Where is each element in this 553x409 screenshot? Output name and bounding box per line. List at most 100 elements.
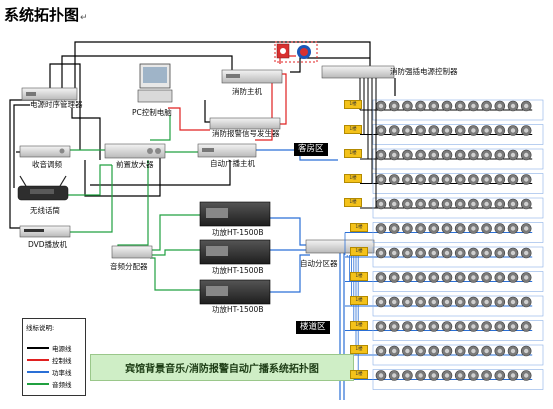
ceiling-speaker-cone <box>458 275 463 280</box>
ceiling-speaker-cone <box>378 152 384 158</box>
floor-row-frame <box>372 369 544 390</box>
ceiling-speaker-cone <box>510 275 516 280</box>
ceiling-speaker-cone <box>471 128 476 133</box>
power-sequencer-label: 电源时序管理器 <box>30 100 83 109</box>
ceiling-speaker-cone <box>444 250 450 256</box>
ceiling-speaker-cone <box>392 299 397 305</box>
ceiling-speaker-cone <box>510 201 516 207</box>
ceiling-speaker-cone <box>497 177 502 182</box>
legend-row-control: 控制线 <box>27 355 85 365</box>
ceiling-speaker-cone <box>378 250 384 256</box>
ceiling-speaker-cone <box>497 103 502 109</box>
ceiling-speaker-cone <box>524 226 529 231</box>
ceiling-speaker-cone <box>378 299 384 305</box>
floor-tag: 1楼 <box>350 320 368 330</box>
legend-label-control: 控制线 <box>52 357 72 365</box>
amplifier-2-unit <box>199 239 271 265</box>
amplifier-2-label: 功放HT-1500B <box>212 266 264 275</box>
ceiling-speaker-cone <box>431 177 436 182</box>
ceiling-speaker-cone <box>418 177 423 182</box>
ceiling-speaker-cone <box>378 324 384 329</box>
ceiling-speaker-cone <box>392 275 397 280</box>
zone-guest-label: 客房区 <box>294 143 328 157</box>
floor-row-frame <box>372 320 544 341</box>
floor-tag: 1楼 <box>350 247 368 256</box>
ceiling-speaker-cone <box>418 299 423 305</box>
ceiling-speaker-cone <box>471 299 476 305</box>
ceiling-speaker-cone <box>497 201 502 207</box>
fire-host-unit <box>221 69 283 84</box>
ceiling-speaker-cone <box>418 152 423 158</box>
pc-computer-unit <box>137 63 173 103</box>
ceiling-speaker-cone <box>431 226 436 231</box>
ceiling-speaker-cone <box>497 348 502 354</box>
ceiling-speaker-cone <box>458 128 463 133</box>
ceiling-speaker-cone <box>418 103 423 109</box>
ceiling-speaker-cone <box>510 128 516 133</box>
diagram-banner: 宾馆背景音乐/消防报警自动广播系统拓扑图 <box>90 354 354 381</box>
ceiling-speaker-cone <box>524 324 529 329</box>
ceiling-speaker-cone <box>392 250 397 256</box>
title-text: 系统拓扑图 <box>4 6 80 24</box>
floor-row-frame <box>372 295 544 317</box>
ceiling-speaker-cone <box>405 250 410 256</box>
legend-label-audio: 音频线 <box>52 381 72 389</box>
ceiling-speaker-cone <box>524 152 529 158</box>
power-sequencer-unit <box>21 87 78 101</box>
floor-tag: 1楼 <box>350 296 368 305</box>
ceiling-speaker-cone <box>458 299 463 305</box>
ceiling-speaker-cone <box>458 103 463 109</box>
floor-row-frame <box>372 271 544 292</box>
ceiling-speaker-cone <box>484 373 489 378</box>
ceiling-speaker-cone <box>497 324 502 329</box>
ceiling-speaker-cone <box>418 373 423 378</box>
ceiling-speaker-cone <box>444 373 450 378</box>
ceiling-speaker-cone <box>444 299 450 305</box>
ceiling-speaker-cone <box>418 348 423 354</box>
wireless-mic-label: 无线话筒 <box>30 206 60 215</box>
ceiling-speaker-cone <box>471 348 476 354</box>
ceiling-speaker-cone <box>431 152 436 158</box>
ceiling-speaker-cone <box>405 177 410 182</box>
floor-tag: 1楼 <box>344 173 362 183</box>
legend-label-speaker: 功率线 <box>52 369 72 377</box>
ceiling-speaker-cone <box>378 348 384 354</box>
ceiling-speaker-cone <box>497 373 502 378</box>
ceiling-speaker-cone <box>378 201 384 207</box>
auto-zoner-label: 自动分区器 <box>300 259 338 268</box>
ceiling-speaker-cone <box>431 275 436 280</box>
fire-power-controller-label: 消防强插电源控制器 <box>390 67 458 76</box>
ceiling-speaker-cone <box>392 373 397 378</box>
ceiling-speaker-cone <box>378 275 384 280</box>
ceiling-speaker-cone <box>524 250 529 256</box>
ceiling-speaker-cone <box>510 348 516 354</box>
floor-row-frame <box>372 246 544 268</box>
audio-splitter-label: 音频分配器 <box>110 262 148 271</box>
ceiling-speaker-cone <box>405 348 410 354</box>
ceiling-speaker-cone <box>524 128 529 133</box>
ceiling-speaker-cone <box>392 103 397 109</box>
ceiling-speaker-cone <box>458 324 463 329</box>
ceiling-speaker-cone <box>484 152 489 158</box>
legend-row-audio: 音频线 <box>27 379 85 389</box>
floor-row-frame <box>372 99 544 121</box>
amplifier-1-unit <box>199 201 271 227</box>
ceiling-speaker-cone <box>405 373 410 378</box>
ceiling-speaker-cone <box>484 275 489 280</box>
floor-row-frame <box>372 124 544 145</box>
ceiling-speaker-cone <box>418 201 423 207</box>
ceiling-speaker-cone <box>444 201 450 207</box>
floor-tag: 1楼 <box>344 124 362 134</box>
amplifier-3-unit <box>199 279 271 305</box>
ceiling-speaker-cone <box>431 299 436 305</box>
ceiling-speaker-cone <box>524 177 529 182</box>
ceiling-speaker-cone <box>497 299 502 305</box>
ceiling-speaker-cone <box>484 324 489 329</box>
ceiling-speaker-cone <box>378 373 384 378</box>
floor-tag: 1楼 <box>350 222 368 232</box>
fire-bell-icon <box>297 45 311 59</box>
ceiling-speaker-cone <box>524 299 529 305</box>
floor-tag: 1楼 <box>350 271 368 281</box>
